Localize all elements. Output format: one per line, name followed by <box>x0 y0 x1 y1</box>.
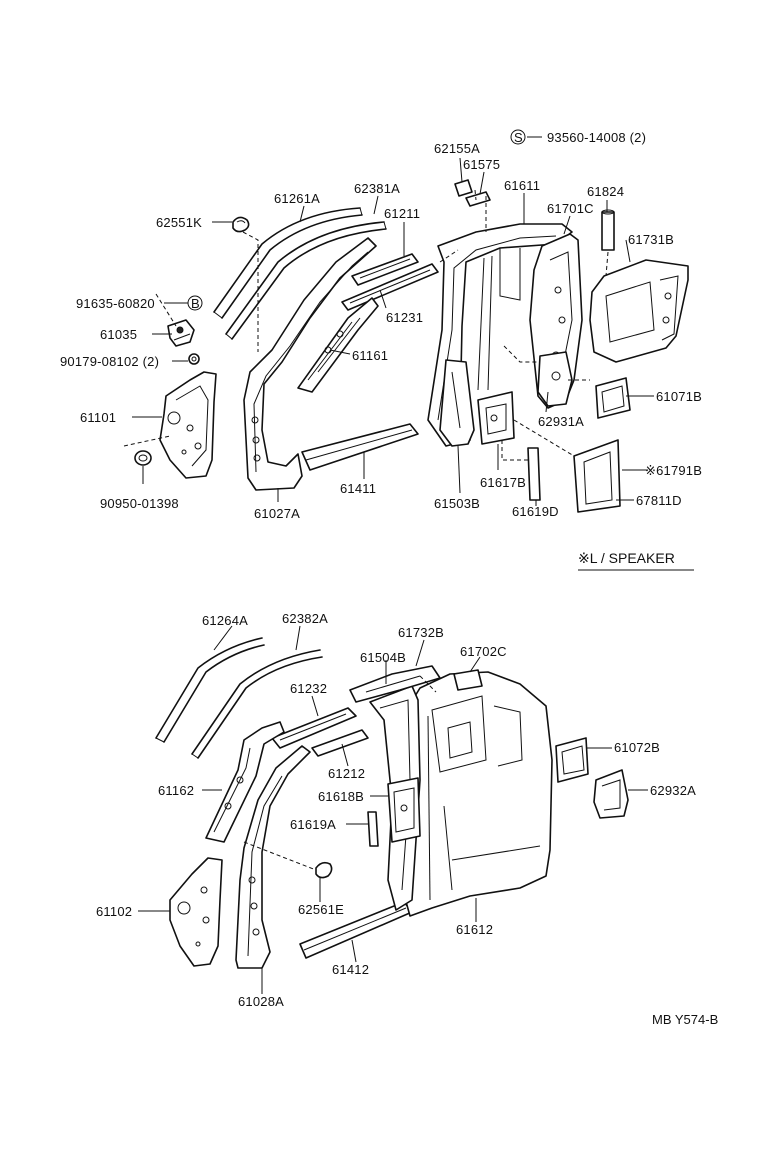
label-90179: 90179-08102 (2) <box>60 354 159 369</box>
label-61211: 61211 <box>384 206 420 221</box>
part-61027A-front-pillar-outer <box>243 237 377 491</box>
label-67811D: 67811D <box>636 493 682 508</box>
part-61212-roof-rail <box>311 729 369 757</box>
part-61791B-speaker-trim <box>573 439 621 513</box>
part-61575-piece <box>465 191 491 207</box>
part-61619D-strip <box>527 447 541 501</box>
part-61071B-bracket <box>595 377 631 419</box>
diagram-reference-code: MB Y574-B <box>652 1012 718 1027</box>
part-62931A-bracket <box>537 351 573 407</box>
part-61824-pad <box>601 209 615 251</box>
part-61161-pillar-reinforcement <box>297 297 379 393</box>
label-61027A: 61027A <box>254 506 300 521</box>
label-62561E: 62561E <box>298 902 344 917</box>
part-62155A-block <box>454 179 473 197</box>
label-61791B: ※61791B <box>645 463 702 478</box>
label-61232: 61232 <box>290 681 327 696</box>
label-61212: 61212 <box>328 766 365 781</box>
s-circle-symbol <box>510 129 526 145</box>
label-62382A: 62382A <box>282 611 328 626</box>
part-61211-roof-rail <box>351 253 419 286</box>
label-93560: 93560-14008 (2) <box>547 130 646 145</box>
label-61504B: 61504B <box>360 650 406 665</box>
part-61702C-inner <box>453 669 483 691</box>
part-62932A-bracket <box>593 769 629 819</box>
label-61264A: 61264A <box>202 613 248 628</box>
label-61701C: 61701C <box>547 201 594 216</box>
part-61731B-quarter-panel <box>589 259 689 363</box>
part-90179-nut <box>188 353 200 365</box>
part-61732B-inner-top <box>349 665 441 703</box>
speaker-note: ※L / SPEAKER <box>578 550 675 566</box>
label-61619A: 61619A <box>290 817 336 832</box>
label-62931A: 62931A <box>538 414 584 429</box>
label-61824: 61824 <box>587 184 624 199</box>
label-62932A: 62932A <box>650 783 696 798</box>
part-62382A-molding <box>191 649 323 759</box>
label-61702C: 61702C <box>460 644 507 659</box>
label-61732B: 61732B <box>398 625 444 640</box>
part-62381A-molding <box>225 221 387 340</box>
label-91635: 91635-60820 <box>76 296 155 311</box>
label-61072B: 61072B <box>614 740 660 755</box>
lower-leaders <box>138 625 648 994</box>
s-symbol-text: S <box>514 130 523 145</box>
label-90950: 90950-01398 <box>100 496 179 511</box>
label-61161: 61161 <box>352 348 388 363</box>
part-61411-rocker <box>301 423 419 471</box>
label-62381A: 62381A <box>354 181 400 196</box>
part-62551K-clip <box>232 216 250 233</box>
part-61232-inner-rail <box>271 707 357 749</box>
label-61101: 61101 <box>80 410 116 425</box>
label-61035: 61035 <box>100 327 137 342</box>
part-61035-hinge <box>167 319 195 347</box>
label-62155A: 62155A <box>434 141 480 156</box>
label-61231: 61231 <box>386 310 423 325</box>
label-61071B: 61071B <box>656 389 702 404</box>
label-61575: 61575 <box>463 157 500 172</box>
label-61411: 61411 <box>340 481 376 496</box>
part-61162-pillar-reinforcement <box>205 721 285 843</box>
label-61612: 61612 <box>456 922 493 937</box>
upper-leaders <box>132 136 654 506</box>
label-61028A: 61028A <box>238 994 284 1009</box>
part-61264A-weatherstrip <box>155 637 265 743</box>
part-61503B-lower-pillar <box>439 359 475 447</box>
label-62551K: 62551K <box>156 215 202 230</box>
part-61231-inner-rail <box>341 263 439 311</box>
label-61162: 61162 <box>158 783 194 798</box>
label-61503B: 61503B <box>434 496 480 511</box>
part-61261A-weatherstrip <box>213 207 363 319</box>
b-circle-symbol <box>187 295 203 311</box>
part-61072B-bracket <box>555 737 589 783</box>
part-90950-plug <box>134 450 152 466</box>
label-61618B: 61618B <box>318 789 364 804</box>
label-61617B: 61617B <box>480 475 526 490</box>
b-symbol-text: B <box>191 296 200 311</box>
part-61028A-front-pillar-outer <box>235 745 311 969</box>
label-61102: 61102 <box>96 904 132 919</box>
part-61618B-panel <box>387 777 421 843</box>
part-62561E-clip <box>315 861 333 879</box>
label-61731B: 61731B <box>628 232 674 247</box>
part-61101-cowl-side <box>159 371 217 479</box>
upper-assembly <box>123 179 689 513</box>
part-61617B-panel <box>477 391 515 445</box>
label-61261A: 61261A <box>274 191 320 206</box>
label-61412: 61412 <box>332 962 369 977</box>
lower-assembly <box>155 637 629 969</box>
part-61102-cowl-side <box>169 857 223 967</box>
label-61619D: 61619D <box>512 504 559 519</box>
label-61611: 61611 <box>504 178 540 193</box>
part-61619A-strip <box>367 811 379 847</box>
